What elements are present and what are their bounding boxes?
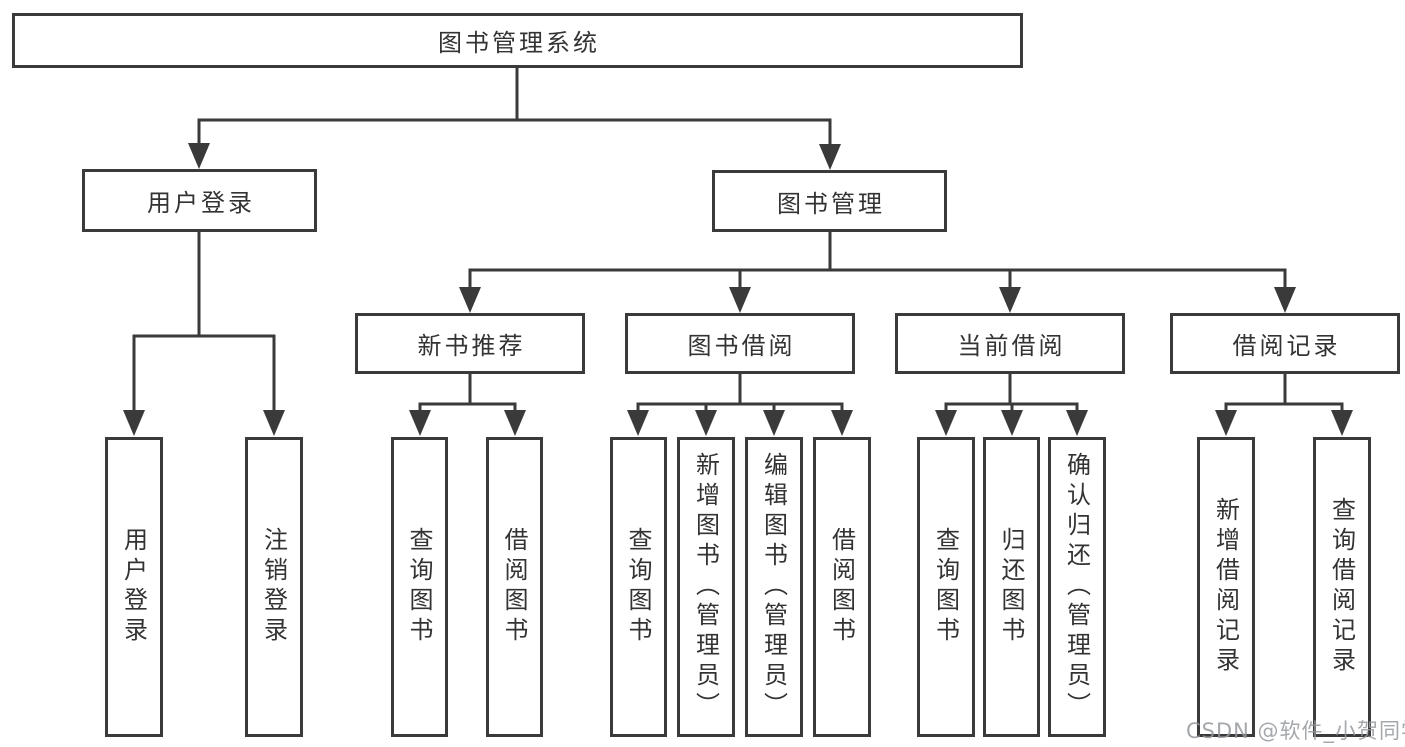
node-user-login-label: 用户登录: [147, 189, 255, 217]
node-root-system: 图书管理系统: [12, 13, 1023, 68]
node-leaf-add-borrow-record-label: 新增借阅记录: [1211, 497, 1240, 677]
node-leaf-logout-label: 注销登录: [259, 527, 288, 647]
node-book-management: 图书管理: [712, 170, 947, 232]
node-leaf-return-books: 归还图书: [983, 437, 1040, 737]
node-leaf-return-books-label: 归还图书: [997, 527, 1025, 647]
node-leaf-borrow-books: 借阅图书: [813, 437, 871, 737]
node-leaf-user-login-label: 用户登录: [119, 527, 148, 647]
node-leaf-add-books-admin-label: 新增图书（管理员）: [691, 452, 720, 722]
node-new-book-recommend-label: 新书推荐: [417, 332, 526, 360]
node-book-borrow: 图书借阅: [625, 313, 855, 374]
node-leaf-user-login: 用户登录: [105, 437, 163, 737]
node-user-login: 用户登录: [82, 169, 317, 232]
connector-borrow-rail: [636, 402, 844, 418]
node-leaf-borrow-books-recommend-label: 借阅图书: [500, 527, 528, 647]
node-leaf-query-borrow-record: 查询借阅记录: [1313, 437, 1371, 737]
node-leaf-query-borrow-record-label: 查询借阅记录: [1327, 497, 1356, 677]
node-leaf-edit-books-admin: 编辑图书（管理员）: [745, 437, 803, 737]
node-book-management-label: 图书管理: [777, 189, 885, 218]
node-leaf-query-books-recommend-label: 查询图书: [405, 527, 433, 647]
connector-root-rail: [197, 118, 832, 150]
csdn-watermark: CSDN @软件_小贺同学: [1186, 719, 1405, 743]
node-leaf-logout: 注销登录: [245, 437, 303, 737]
node-leaf-borrow-books-label: 借阅图书: [827, 527, 856, 647]
node-book-borrow-label: 图书借阅: [687, 332, 796, 360]
node-leaf-add-borrow-record: 新增借阅记录: [1197, 437, 1255, 737]
node-leaf-borrow-books-recommend: 借阅图书: [486, 437, 543, 737]
node-leaf-query-books-borrow-label: 查询图书: [624, 527, 652, 647]
node-leaf-query-books-current: 查询图书: [917, 437, 975, 737]
connector-userlogin-rail: [132, 334, 276, 418]
node-leaf-query-books-current-label: 查询图书: [931, 527, 960, 647]
node-leaf-add-books-admin: 新增图书（管理员）: [677, 437, 735, 737]
node-new-book-recommend: 新书推荐: [355, 313, 585, 374]
node-leaf-edit-books-admin-label: 编辑图书（管理员）: [759, 452, 788, 722]
node-leaf-confirm-return-admin-label: 确认归还（管理员）: [1062, 452, 1091, 722]
connector-current-rail: [944, 402, 1079, 418]
node-current-borrow: 当前借阅: [895, 313, 1125, 374]
node-current-borrow-label: 当前借阅: [957, 332, 1066, 360]
connector-bookmgmt-rail: [468, 268, 1287, 294]
node-borrow-record-label: 借阅记录: [1232, 332, 1341, 360]
connector-recommend-rail: [418, 402, 517, 418]
node-leaf-query-books-recommend: 查询图书: [391, 437, 448, 737]
node-root-system-label: 图书管理系统: [438, 29, 600, 57]
node-borrow-record: 借阅记录: [1170, 313, 1400, 374]
connector-record-rail: [1224, 402, 1344, 418]
node-leaf-confirm-return-admin: 确认归还（管理员）: [1048, 437, 1106, 737]
node-leaf-query-books-borrow: 查询图书: [610, 437, 667, 737]
